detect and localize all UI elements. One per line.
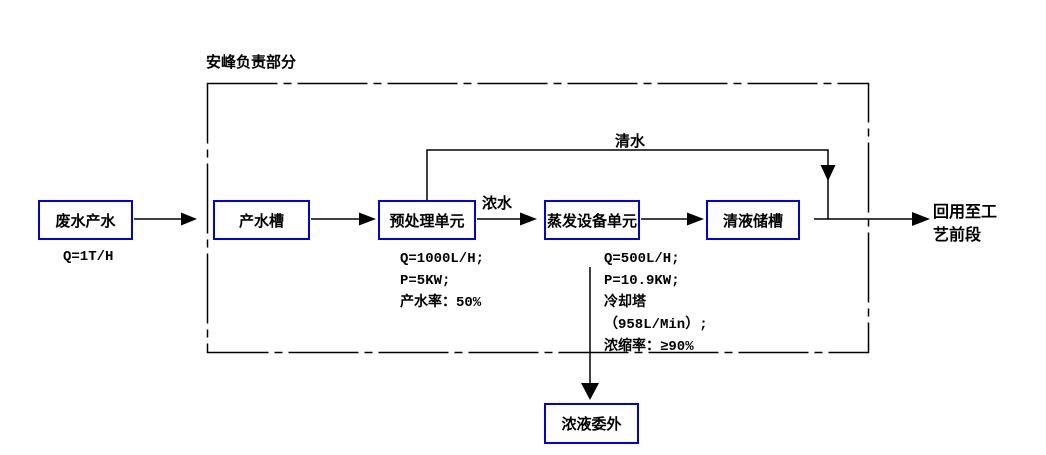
responsibility-boundary-dashed-box	[206, 82, 870, 354]
spec-line: Q=1000L/H;	[400, 251, 485, 267]
spec-line: P=10.9KW;	[604, 273, 680, 289]
spec-line: P=5KW;	[400, 273, 451, 289]
spec-line: 产水率：50%	[400, 295, 482, 311]
clear-water-recycle-line	[426, 149, 836, 219]
box-evaporation-unit: 蒸发设备单元	[544, 200, 640, 240]
box-clear-liquid-tank: 清液储槽	[706, 200, 800, 240]
feed-flow-spec: Q=1T/H	[63, 249, 114, 265]
label-reuse-output-line2: 艺前段	[933, 227, 982, 244]
region-label: 安峰负责部分	[206, 54, 297, 71]
label-clear-water: 清水	[615, 133, 646, 150]
box-wastewater-feed: 废水产水	[38, 200, 133, 240]
arrow-evaporation-to-cleartank	[641, 212, 704, 226]
box-product-water-tank: 产水槽	[213, 200, 310, 240]
box-pretreatment-unit: 预处理单元	[378, 200, 476, 240]
arrow-feed-to-tank	[134, 212, 197, 226]
spec-line: 浓缩率：≥90%	[604, 339, 694, 355]
arrow-concentrate-to-outsourcing	[581, 267, 599, 400]
spec-line: 冷却塔	[604, 295, 646, 311]
label-reuse-output-line1: 回用至工	[933, 204, 998, 221]
evaporation-specs: Q=500L/H; P=10.9KW; 冷却塔 （958L/Min）; 浓缩率：…	[604, 248, 708, 358]
label-concentrated-water: 浓水	[482, 195, 513, 212]
arrow-pretreatment-to-evaporation	[477, 212, 537, 226]
arrow-output-to-reuse	[814, 212, 930, 226]
box-concentrate-outsourcing: 浓液委外	[544, 403, 639, 444]
label-reuse-output: 回用至工 艺前段	[933, 201, 997, 247]
spec-line: Q=500L/H;	[604, 251, 680, 267]
pretreatment-specs: Q=1000L/H; P=5KW; 产水率：50%	[400, 248, 484, 314]
arrow-tank-to-pretreatment	[311, 212, 376, 226]
spec-line: （958L/Min）;	[604, 317, 708, 333]
